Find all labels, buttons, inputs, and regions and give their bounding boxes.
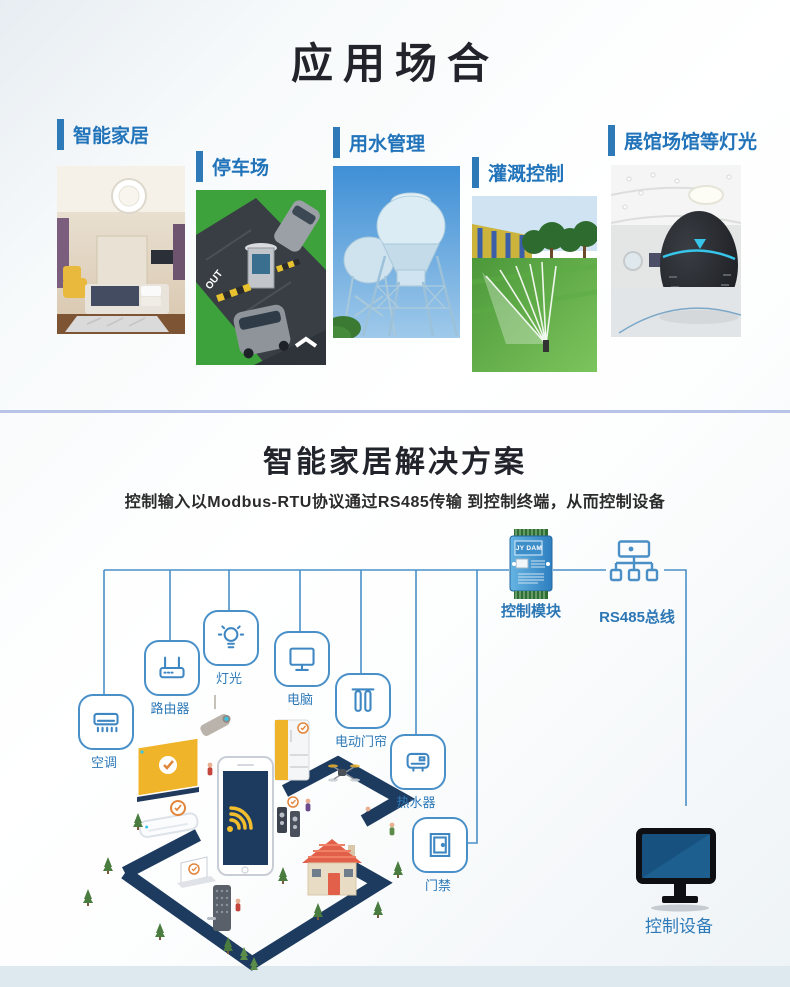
drone	[328, 764, 360, 782]
rs485-bus-label: RS485总线	[599, 609, 675, 626]
refrigerator	[274, 719, 310, 781]
control-module-icon	[509, 529, 553, 599]
device-router	[144, 640, 200, 696]
app-card-label: 用水管理	[349, 133, 426, 155]
section-divider	[0, 410, 790, 413]
device-air-conditioner	[78, 694, 134, 750]
van-top	[274, 200, 320, 252]
app-card-label: 智能家居	[73, 125, 150, 147]
module-brand-text: JY DAM	[515, 545, 543, 552]
app-card-label: 灌溉控制	[488, 163, 565, 185]
label-accent-bar	[57, 118, 64, 150]
device-door-access	[412, 817, 468, 873]
electric-curtain-icon	[351, 688, 375, 712]
app-card-parking: 停车场	[196, 150, 326, 365]
device-light	[203, 610, 259, 666]
door-access-icon	[429, 833, 451, 857]
label-accent-bar	[333, 126, 340, 158]
app-label-row: 灌溉控制	[472, 156, 564, 188]
van-bottom	[233, 304, 291, 359]
app-label-row: 停车场	[196, 150, 269, 182]
bedroom-photo	[57, 166, 185, 339]
device-computer	[274, 631, 330, 687]
app-label-row: 展馆场馆等灯光	[608, 124, 757, 156]
laptop	[177, 856, 216, 888]
control-device-label: 控制设备	[645, 917, 713, 936]
solution-title: 智能家居解决方案	[263, 446, 527, 479]
app-card-label: 展馆场馆等灯光	[624, 131, 758, 153]
tv-panel	[135, 735, 201, 802]
app-card-water: 用水管理	[333, 126, 460, 343]
app-card-smart-home: 智能家居	[57, 118, 185, 334]
sprinkler-spray	[482, 261, 557, 352]
main-tower	[361, 192, 459, 337]
security-camera	[200, 695, 231, 736]
toll-booth	[245, 243, 277, 289]
device-label: 电脑	[286, 692, 313, 707]
light-bulb-icon	[217, 625, 245, 649]
device-label: 灯光	[215, 671, 242, 686]
page-title: 应用场合	[290, 40, 499, 87]
app-card-exhibition: 展馆场馆等灯光	[608, 124, 757, 337]
ac-unit	[138, 800, 199, 839]
tree-row	[522, 221, 597, 260]
irrigation-sprinkler-photo	[472, 196, 597, 377]
house	[302, 839, 362, 896]
parking-lot-illustration: OUT	[196, 190, 326, 370]
footer-bar	[0, 966, 790, 987]
smart-lock	[207, 885, 231, 931]
speakers	[277, 796, 300, 837]
label-accent-bar	[472, 156, 479, 188]
device-curtain	[335, 673, 391, 729]
device-water-heater	[390, 734, 446, 790]
computer-icon	[289, 647, 315, 671]
router-icon	[159, 656, 185, 679]
control-device-monitor-icon	[636, 828, 716, 912]
exhibition-hall-photo	[611, 165, 741, 342]
device-label: 空调	[90, 755, 117, 770]
control-module-label: 控制模块	[500, 603, 561, 620]
solution-subtitle: 控制输入以Modbus-RTU协议通过RS485传输 到控制终端，从而控制设备	[124, 494, 666, 511]
app-card-irrigation: 灌溉控制	[472, 156, 597, 372]
label-accent-bar	[196, 150, 203, 182]
air-conditioner-icon	[93, 712, 119, 733]
app-label-row: 智能家居	[57, 118, 149, 150]
device-label: 电动门帘	[334, 734, 387, 749]
trees	[83, 787, 403, 970]
app-label-row: 用水管理	[333, 126, 425, 158]
app-card-label: 停车场	[212, 157, 270, 179]
device-label: 门禁	[424, 878, 451, 893]
device-label: 路由器	[150, 701, 190, 716]
water-heater-icon	[406, 752, 430, 772]
circuit-path	[121, 755, 416, 971]
rs485-bus-icon	[609, 540, 659, 582]
smartphone	[217, 756, 274, 876]
label-accent-bar	[608, 124, 615, 156]
wifi-icon	[229, 806, 253, 830]
device-label: 热水器	[396, 795, 436, 810]
barrier-stripes	[216, 258, 301, 302]
smart-home-illustration	[83, 695, 416, 971]
water-tower-photo	[333, 166, 460, 343]
